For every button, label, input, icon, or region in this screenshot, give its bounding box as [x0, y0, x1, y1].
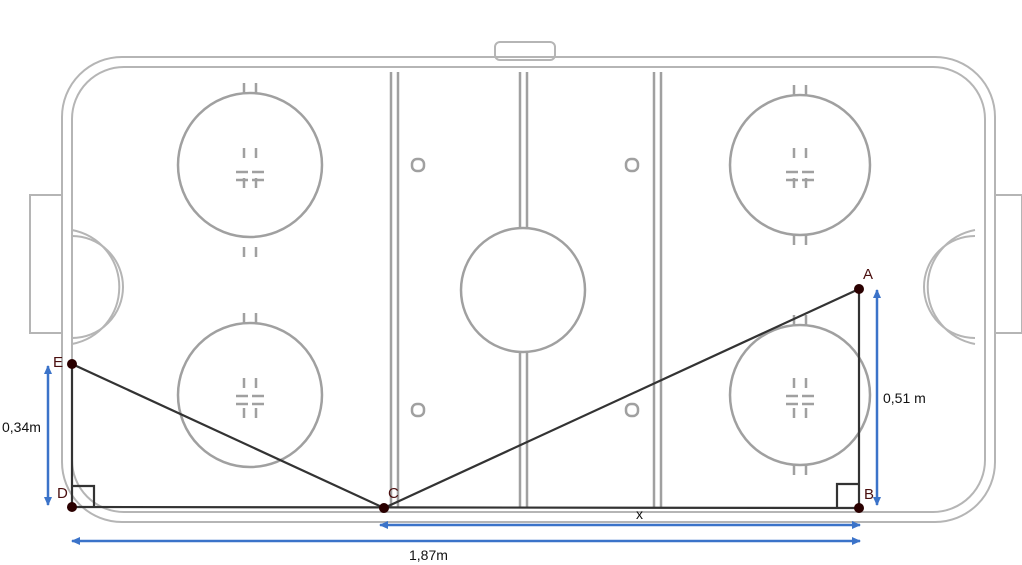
label-d: D [57, 485, 68, 502]
point-a [854, 284, 864, 294]
point-d [67, 502, 77, 512]
air-hockey-table [29, 41, 1022, 523]
left-goal-crease [71, 229, 121, 345]
measure-x: x [636, 506, 643, 522]
geometry-segments [70, 288, 861, 510]
right-goal-crease [926, 229, 976, 345]
right-angle-b [835, 482, 859, 508]
segment-ec [71, 363, 385, 509]
center-circle [459, 226, 587, 354]
label-a: A [863, 266, 873, 283]
point-c [379, 503, 389, 513]
points: A B C D E [53, 266, 874, 513]
measurement-labels: 0,34m 0,51 m x 1,87m [2, 390, 926, 563]
point-b [854, 503, 864, 513]
measure-ed: 0,34m [2, 419, 41, 435]
faceoff-circles [176, 83, 872, 475]
table-handle [494, 41, 556, 61]
measure-ab: 0,51 m [883, 390, 926, 406]
segment-ca [383, 288, 860, 509]
right-angle-d [72, 484, 96, 507]
label-e: E [53, 354, 63, 371]
point-e [67, 359, 77, 369]
label-c: C [388, 485, 399, 502]
label-b: B [864, 486, 874, 503]
dimension-arrows [44, 289, 881, 545]
measure-db: 1,87m [409, 547, 448, 563]
segment-db [71, 505, 860, 510]
